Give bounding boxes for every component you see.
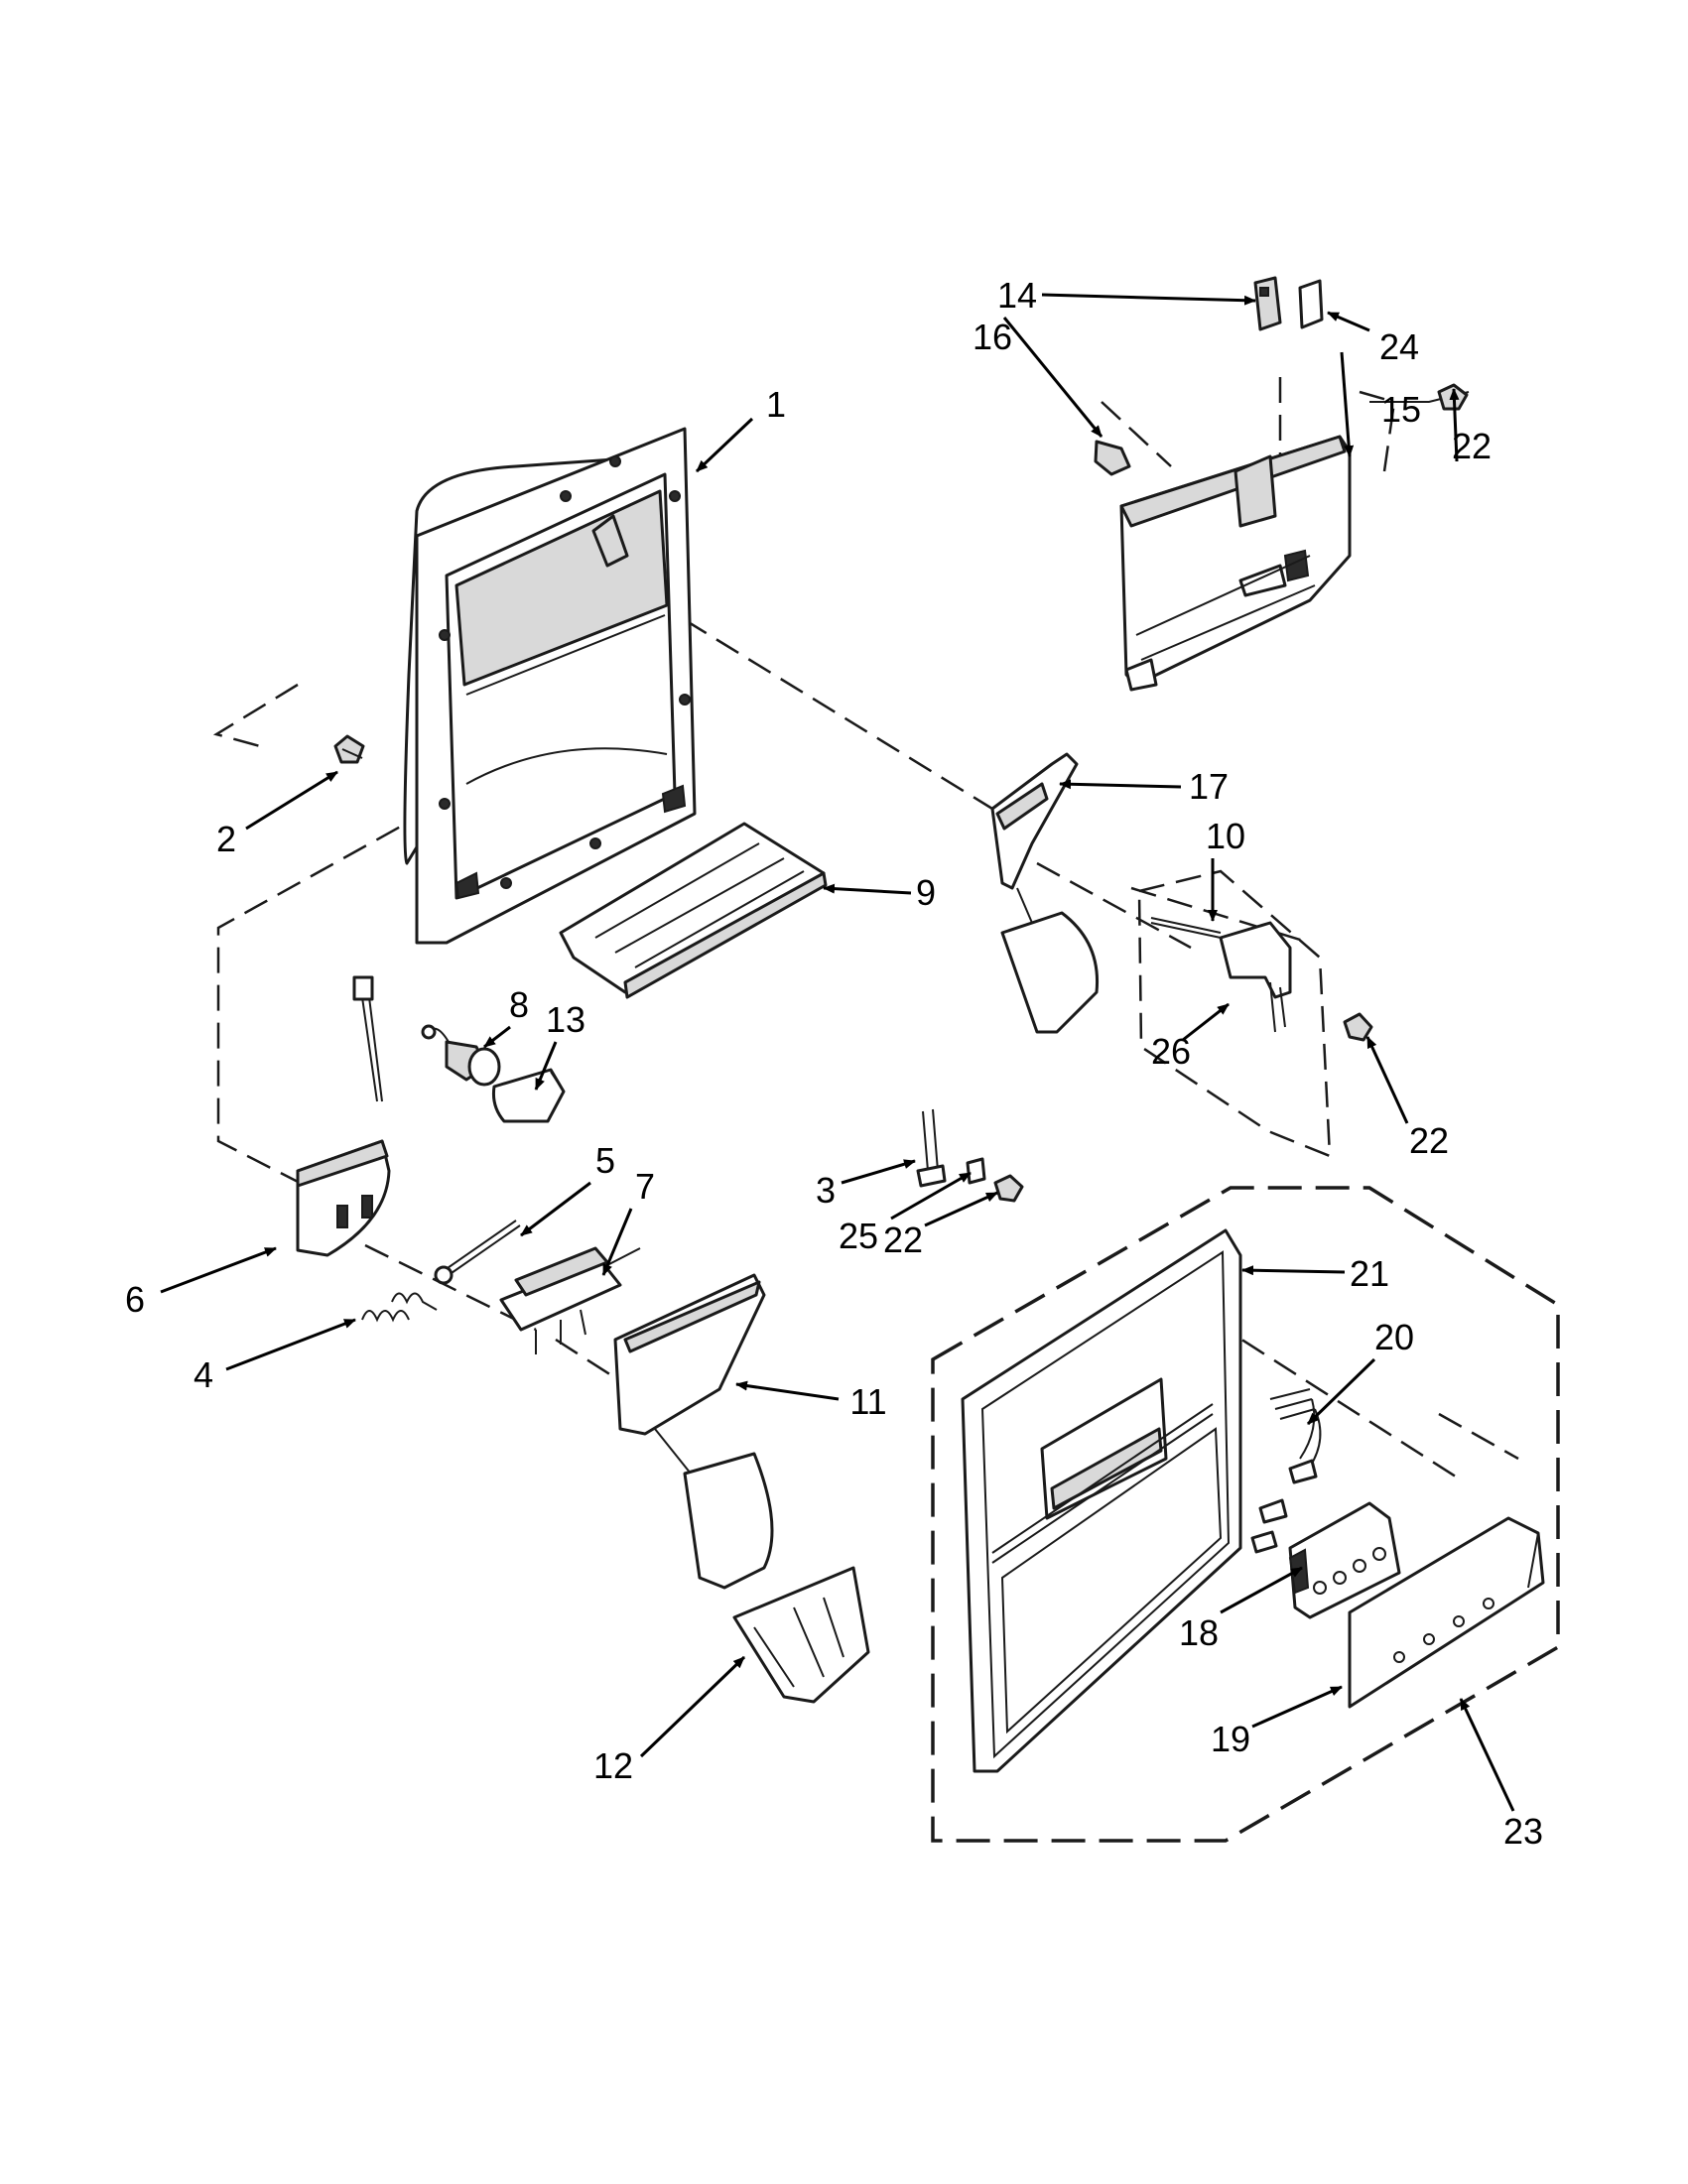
part-6-switch-housing (296, 975, 391, 1257)
part-11-ice-lever (613, 1273, 774, 1590)
callout-3: 3 (816, 1170, 836, 1211)
callout-11: 11 (849, 1381, 886, 1422)
part-16-plug (1094, 440, 1131, 476)
part-9-drip-tray (559, 822, 828, 999)
callout-4: 4 (194, 1354, 213, 1395)
callout-21: 21 (1350, 1253, 1389, 1294)
part-13-motor-cover (492, 1068, 566, 1123)
callout-17: 17 (1189, 766, 1229, 807)
callout-22-middle: 22 (1409, 1120, 1449, 1161)
callout-5: 5 (595, 1140, 615, 1181)
callout-19: 19 (1211, 1719, 1250, 1759)
part-2-screw (333, 734, 365, 764)
callout-8: 8 (509, 984, 529, 1025)
part-22-screw-middle (1343, 1012, 1373, 1042)
part-1-dispenser-housing (403, 427, 697, 945)
part-17-water-lever (990, 752, 1100, 1034)
callout-14: 14 (997, 275, 1037, 316)
part-22-screw-lower (993, 1174, 1024, 1203)
part-24-insulator (1298, 279, 1324, 329)
part-5-shaft (434, 1220, 521, 1285)
callout-24: 24 (1379, 326, 1419, 367)
callout-7: 7 (635, 1166, 655, 1207)
part-7-solenoid (499, 1246, 641, 1354)
part-21-front-panel (961, 1228, 1242, 1773)
part-26-switch-arm (1150, 917, 1292, 1033)
leader-lines (160, 293, 1515, 1812)
callout-20: 20 (1374, 1317, 1414, 1357)
callout-9: 9 (916, 872, 936, 913)
callout-15: 15 (1381, 389, 1421, 430)
callout-18: 18 (1179, 1612, 1219, 1653)
part-8-motor (421, 1024, 501, 1087)
group-box-10 (1137, 869, 1332, 1158)
part-4-spring (361, 1292, 438, 1323)
group-box-23 (931, 1186, 1560, 1843)
callout-23: 23 (1503, 1811, 1543, 1852)
callout-13: 13 (546, 999, 585, 1040)
callout-12: 12 (593, 1745, 633, 1786)
part-19-control-fascia (1348, 1516, 1545, 1709)
callout-2: 2 (216, 819, 236, 859)
part-15-upper-bracket (1119, 435, 1352, 692)
callout-16: 16 (973, 317, 1012, 357)
callout-1: 1 (766, 384, 786, 425)
callouts: 1 2 3 4 5 6 7 8 9 10 11 12 13 14 15 16 1… (125, 275, 1543, 1852)
part-12-chute-cup (732, 1566, 870, 1704)
part-3-element (916, 1108, 947, 1188)
callout-25: 25 (839, 1216, 878, 1256)
callout-22-lower: 22 (883, 1220, 923, 1260)
part-20-wire-harness (1250, 1388, 1322, 1554)
part-25-clip (966, 1157, 986, 1185)
callout-26: 26 (1151, 1031, 1191, 1072)
callout-22-upper: 22 (1452, 426, 1492, 466)
part-14-microswitch (1253, 276, 1282, 331)
callout-6: 6 (125, 1279, 145, 1320)
callout-10: 10 (1206, 816, 1245, 856)
